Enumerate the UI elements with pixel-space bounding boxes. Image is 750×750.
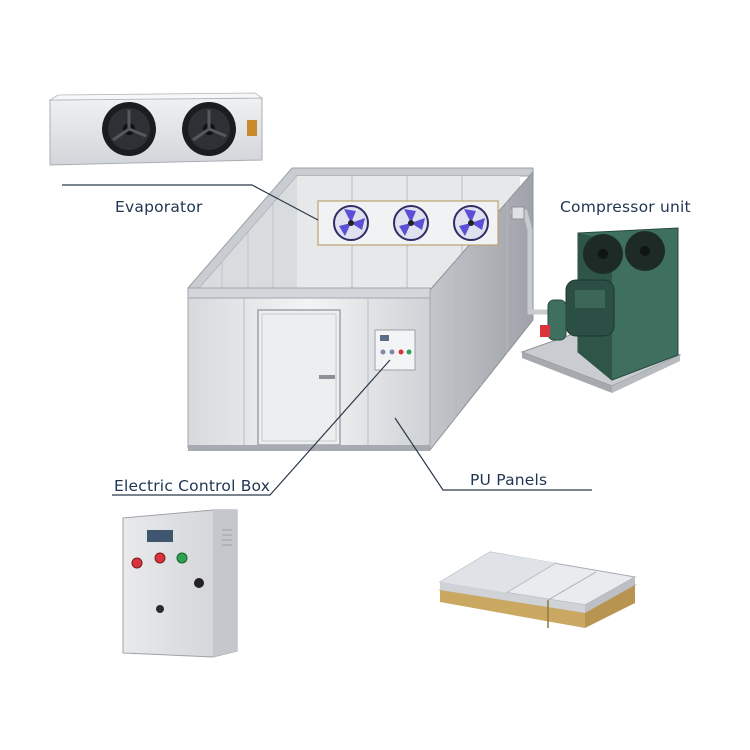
electric-control-box-icon bbox=[122, 509, 238, 658]
fan-icon bbox=[583, 234, 623, 274]
evaporator-leader bbox=[62, 184, 319, 221]
electric-control-box-label: Electric Control Box bbox=[114, 477, 271, 495]
evaporator-label: Evaporator bbox=[115, 198, 203, 216]
fan-icon bbox=[182, 102, 236, 156]
fan-icon bbox=[393, 205, 429, 241]
pu-panels-leader bbox=[394, 417, 592, 491]
compressor-unit-label: Compressor unit bbox=[560, 198, 691, 216]
compressor-unit-icon bbox=[520, 227, 682, 393]
pu-panels-label: PU Panels bbox=[470, 471, 548, 489]
fan-icon bbox=[453, 205, 489, 241]
evaporator-unit-icon bbox=[48, 92, 264, 166]
fan-icon bbox=[102, 102, 156, 156]
pu-panels-icon bbox=[438, 551, 637, 628]
evaporator-in-room-icon bbox=[317, 200, 499, 246]
control-box-leader bbox=[112, 359, 391, 496]
leader-lines bbox=[62, 184, 592, 496]
fan-icon bbox=[333, 205, 369, 241]
fan-icon bbox=[625, 231, 665, 271]
wall-control-box-icon bbox=[374, 329, 416, 371]
